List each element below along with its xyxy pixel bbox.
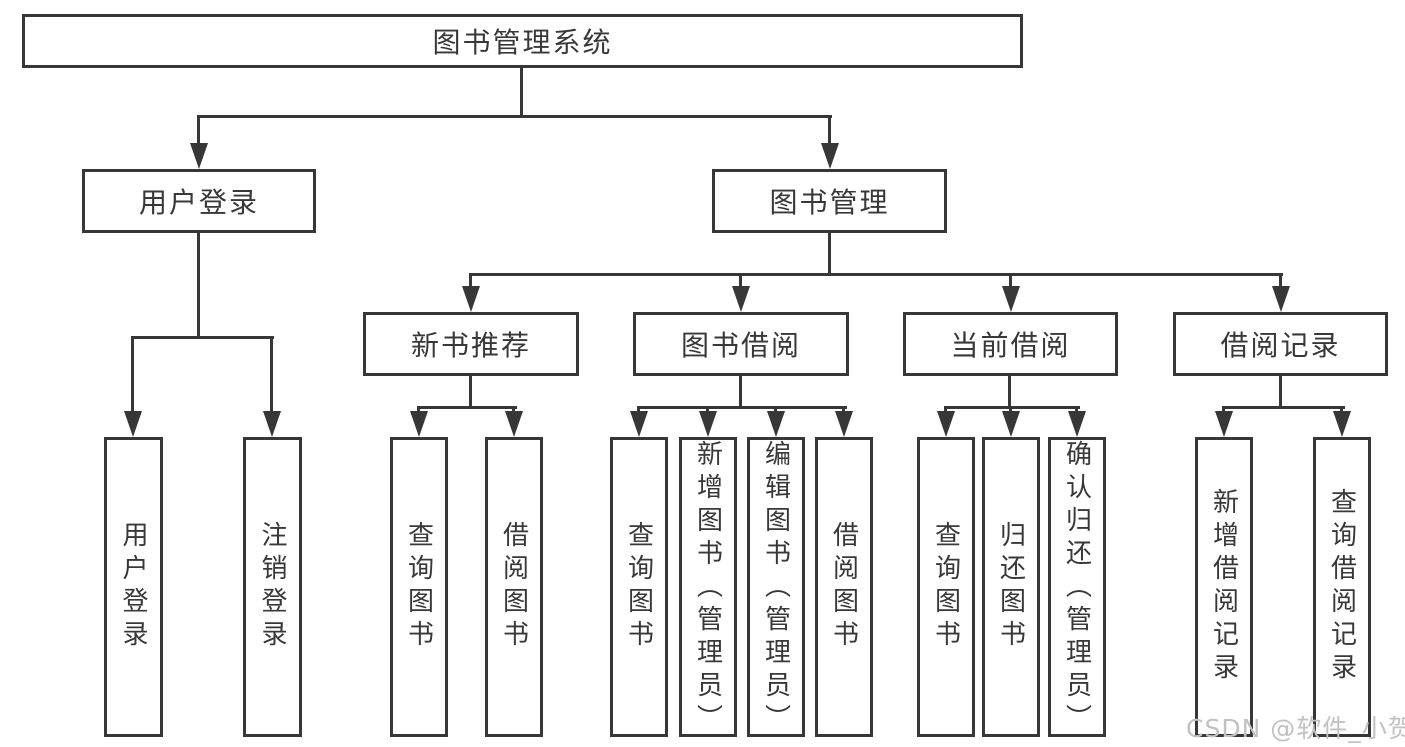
arrowhead-down-icon [835,411,853,437]
leaf-confirm-return-admin: 确认归还（管理员） [1048,437,1106,737]
leaf-label: 查询图书 [623,521,654,653]
node-root-label: 图书管理系统 [432,26,613,59]
leaf-label: 确认归还（管理员） [1061,440,1092,737]
node-root: 图书管理系统 [22,14,1023,68]
arrowhead-down-icon [1068,411,1086,437]
node-label: 当前借阅 [950,329,1071,362]
leaf-label: 用户登录 [118,521,148,653]
node-borrowing-records: 借阅记录 [1173,312,1388,376]
arrowhead-down-icon [462,286,480,312]
leaf-add-borrow-record: 新增借阅记录 [1195,437,1253,737]
connector-line [828,115,831,147]
arrowhead-down-icon [263,411,281,437]
connector-line [270,336,273,414]
connector-line [469,376,472,409]
arrowhead-down-icon [937,411,955,437]
leaf-edit-books-admin: 编辑图书（管理员） [747,437,805,737]
node-book-borrowing: 图书借阅 [633,312,849,376]
arrowhead-down-icon [505,411,523,437]
leaf-borrow-books: 借阅图书 [815,437,873,737]
leaf-label: 新增借阅记录 [1208,488,1239,686]
node-user-login: 用户登录 [82,169,316,233]
csdn-watermark: CSDN @软件_小贺同学 [1186,714,1405,743]
leaf-logout: 注销登录 [243,437,302,737]
leaf-label: 编辑图书（管理员） [760,440,791,737]
leaf-label: 借阅图书 [498,521,529,653]
arrowhead-down-icon [767,411,785,437]
connector-line [1222,406,1345,409]
connector-line [197,115,200,147]
connector-line [1009,273,1012,291]
leaf-label: 查询借阅记录 [1326,488,1357,686]
arrowhead-down-icon [630,411,648,437]
leaf-user-login: 用户登录 [104,437,163,737]
arrowhead-down-icon [1333,411,1351,437]
node-current-borrowing: 当前借阅 [903,312,1118,376]
leaf-label: 新增图书（管理员） [692,440,723,737]
node-book-management: 图书管理 [712,169,947,233]
arrowhead-down-icon [699,411,717,437]
leaf-query-books: 查询图书 [610,437,668,737]
arrowhead-down-icon [1215,411,1233,437]
node-label: 图书管理 [769,186,890,219]
connector-line [1279,273,1282,291]
node-new-book-recommend: 新书推荐 [363,312,579,376]
connector-line [131,336,134,414]
node-label: 新书推荐 [410,329,531,362]
leaf-label: 查询图书 [403,521,434,653]
leaf-query-books: 查询图书 [390,437,448,737]
connector-line [197,115,832,118]
arrowhead-down-icon [124,411,142,437]
connector-line [131,336,274,339]
connector-line [1279,376,1282,409]
connector-line [944,406,1080,409]
arrowhead-down-icon [732,286,750,312]
connector-line [520,66,523,117]
leaf-return-books: 归还图书 [982,437,1040,737]
connector-line [739,273,742,291]
connector-line [739,376,742,409]
leaf-label: 归还图书 [995,521,1026,653]
connector-line [469,273,1283,276]
connector-line [637,406,847,409]
arrowhead-down-icon [1002,286,1020,312]
connector-line [828,233,831,276]
leaf-query-borrow-record: 查询借阅记录 [1313,437,1371,737]
leaf-query-books: 查询图书 [917,437,975,737]
node-label: 用户登录 [138,186,259,219]
connector-line [417,406,517,409]
arrowhead-down-icon [190,143,208,169]
connector-line [197,233,200,339]
connector-line [469,273,472,291]
arrowhead-down-icon [821,143,839,169]
leaf-label: 注销登录 [257,521,287,653]
connector-line [1008,376,1011,409]
arrowhead-down-icon [1002,411,1020,437]
arrowhead-down-icon [1272,286,1290,312]
leaf-add-books-admin: 新增图书（管理员） [679,437,737,737]
leaf-borrow-books: 借阅图书 [485,437,543,737]
leaf-label: 借阅图书 [828,521,859,653]
node-label: 图书借阅 [680,329,801,362]
leaf-label: 查询图书 [930,521,961,653]
arrowhead-down-icon [410,411,428,437]
node-label: 借阅记录 [1220,329,1341,362]
